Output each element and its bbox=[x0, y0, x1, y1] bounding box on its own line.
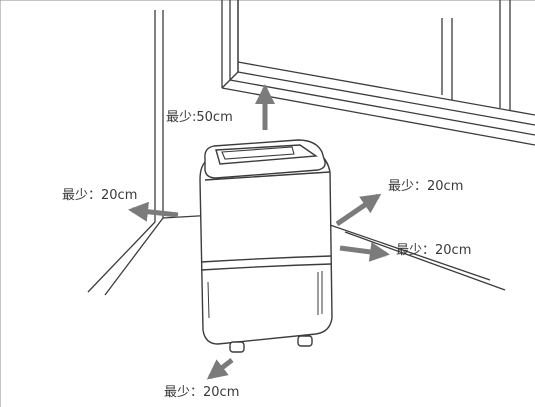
label-right-lower-clearance: 最少：20cm bbox=[396, 243, 472, 258]
arrow-right-upper bbox=[335, 193, 382, 227]
room-walls bbox=[87, 10, 506, 296]
dehumidifier-icon bbox=[199, 139, 333, 353]
label-right-upper-clearance: 最少：20cm bbox=[388, 179, 464, 194]
arrow-left bbox=[128, 201, 179, 222]
label-bottom-clearance: 最少：20cm bbox=[164, 385, 240, 400]
label-left-clearance: 最少：20cm bbox=[62, 188, 138, 203]
arrow-right-lower bbox=[339, 242, 390, 262]
arrow-down bbox=[206, 358, 234, 380]
window-frame bbox=[221, 0, 535, 146]
clearance-arrows bbox=[128, 84, 390, 380]
label-top-clearance: 最少:50cm bbox=[166, 110, 233, 125]
